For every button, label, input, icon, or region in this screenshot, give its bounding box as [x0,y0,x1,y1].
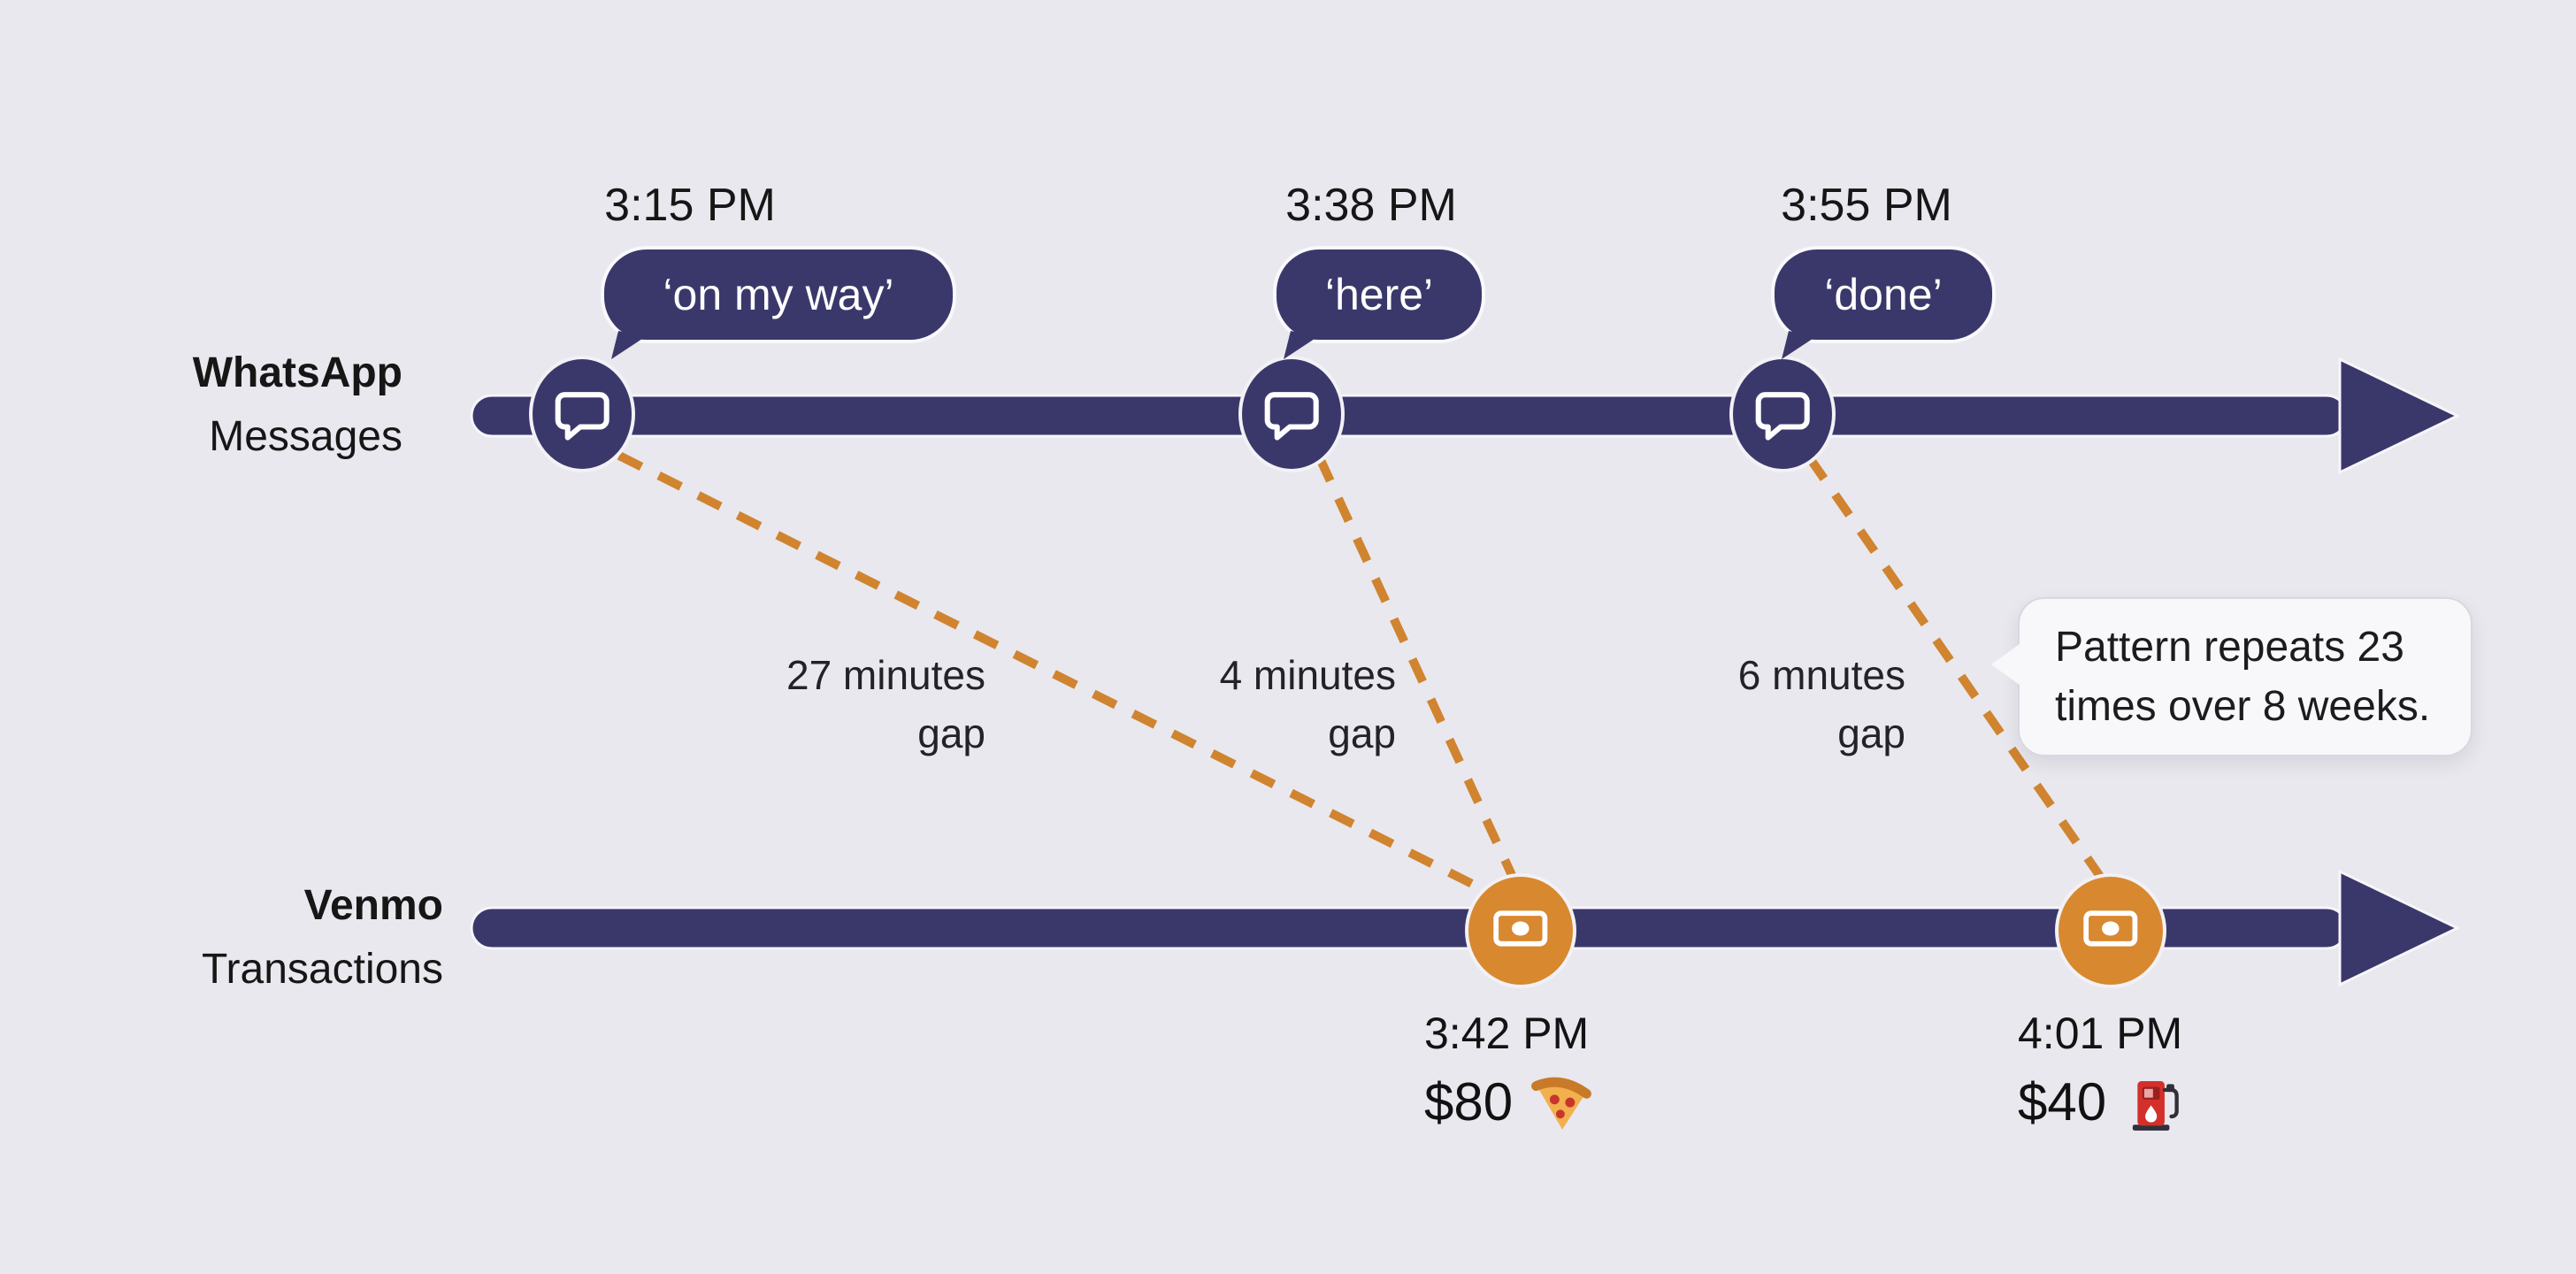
venmo-marker-2 [2055,873,2166,988]
whatsapp-timeline-bar [470,394,2349,438]
chat-bubble-icon [1755,392,1810,441]
gap-line1: 6 mnutes [1737,652,1905,698]
gap-line2: gap [1328,710,1396,756]
whatsapp-row-label: WhatsApp Messages [31,342,402,469]
venmo-label-line2: Transactions [202,946,443,993]
gap-line2: gap [1837,710,1905,756]
transaction-time: 3:42 PM [1424,1009,1590,1058]
chat-bubble-icon [555,392,610,441]
gap-annotation: 27 minutes gap [702,646,985,763]
venmo-label-line1: Venmo [303,882,443,929]
whatsapp-label-line1: WhatsApp [192,349,402,396]
gap-annotation: 4 minutes gap [1113,646,1396,763]
transaction-amount: $40 [2018,1071,2107,1132]
message-text: ‘done’ [1824,270,1943,319]
whatsapp-marker-1 [529,356,635,472]
chat-bubble-icon [1264,392,1319,441]
message-bubble: ‘here’ [1276,249,1482,340]
gap-line1: 27 minutes [786,652,985,698]
whatsapp-event-time: 3:15 PM [604,180,776,231]
venmo-transaction: 3:42 PM $80 [1424,1009,1592,1132]
callout-line2: times over 8 weeks. [2055,683,2431,730]
whatsapp-event-time: 3:55 PM [1781,180,1952,231]
venmo-row-label: Venmo Transactions [72,874,443,1002]
whatsapp-event-time: 3:38 PM [1285,180,1457,231]
transaction-time: 4:01 PM [2018,1009,2183,1058]
whatsapp-label-line2: Messages [209,413,402,460]
fuel-pump-icon [2132,1081,2179,1131]
venmo-marker-1 [1465,873,1576,988]
message-bubble: ‘on my way’ [604,249,953,340]
whatsapp-timeline-arrow-icon [2338,357,2461,475]
callout-line1: Pattern repeats 23 [2055,624,2404,671]
dashed-connector-gap-27min [617,451,1491,896]
banknote-icon [1493,910,1548,947]
message-text: ‘here’ [1324,270,1434,319]
whatsapp-marker-2 [1238,356,1345,472]
gap-annotation: 6 mnutes gap [1622,646,1905,763]
whatsapp-marker-3 [1729,356,1836,472]
message-bubble: ‘done’ [1775,249,1992,340]
message-text: ‘on my way’ [663,270,894,319]
gap-line2: gap [917,710,985,756]
pattern-callout: Pattern repeats 23 times over 8 weeks. [1991,597,2472,756]
banknote-icon [2083,910,2138,947]
transaction-amount: $80 [1424,1071,1514,1132]
venmo-transaction: 4:01 PM $40 [2018,1009,2186,1132]
gap-line1: 4 minutes [1219,652,1396,698]
dashed-connector-gap-4min [1315,456,1521,887]
pizza-icon [1531,1077,1592,1130]
venmo-timeline-arrow-icon [2338,869,2461,987]
